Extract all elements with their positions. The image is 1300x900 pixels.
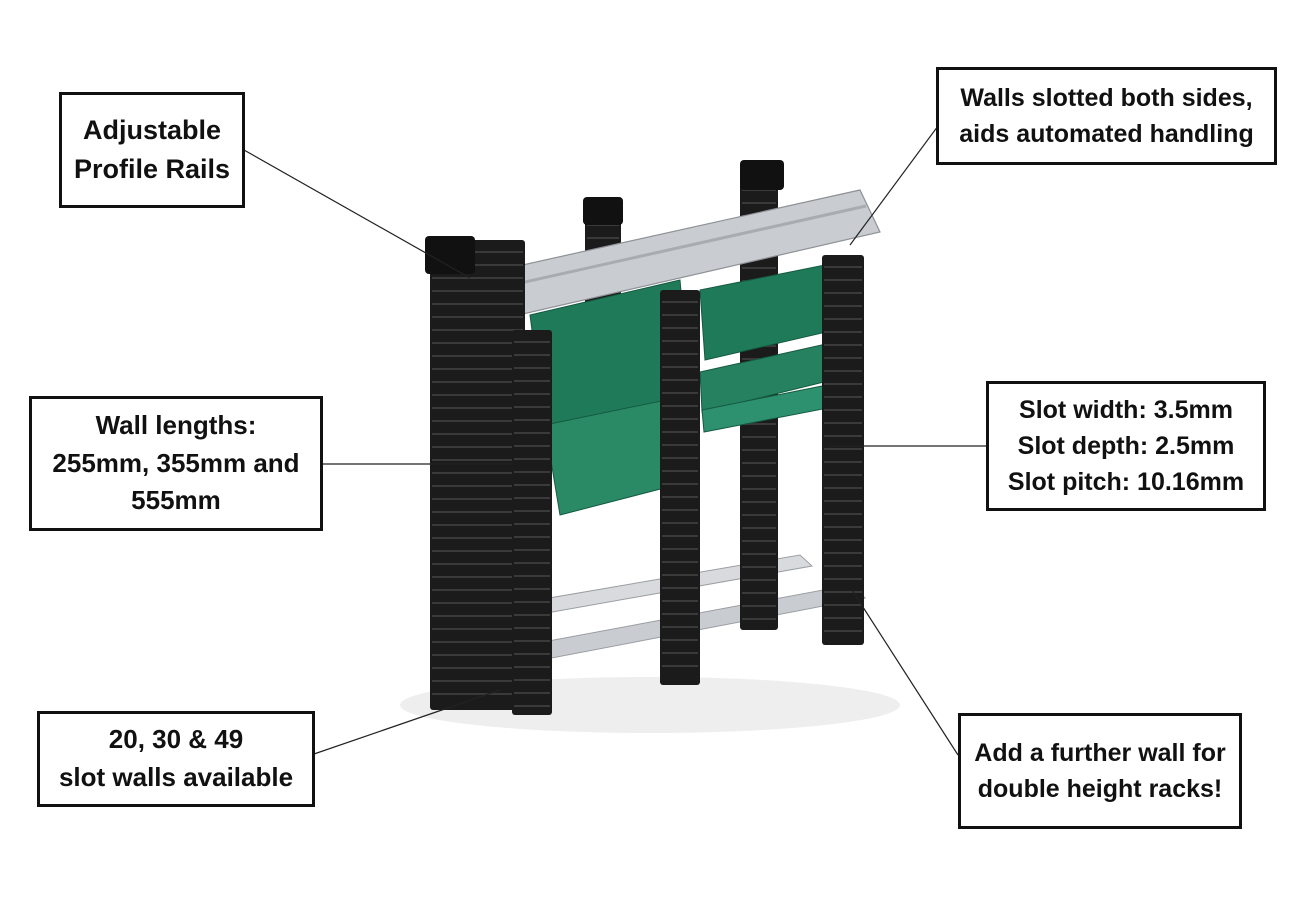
callout-slot-pitch: Slot pitch: 10.16mm xyxy=(1007,468,1245,497)
callout-slot-depth: Slot depth: 2.5mm xyxy=(1017,431,1235,460)
callout-slot-walls-line-1: 20, 30 & 49 xyxy=(108,724,244,755)
left-end-cap xyxy=(425,236,475,274)
top-profile-rail-groove xyxy=(461,204,867,298)
callout-wall-lengths-line-1: Wall lengths: xyxy=(95,409,257,440)
leader-line-walls-slotted xyxy=(849,125,939,246)
callout-walls-slotted-line-1: Walls slotted both sides, xyxy=(960,83,1253,112)
callout-further-wall: Add a further wall for double height rac… xyxy=(958,713,1242,829)
callout-walls-slotted-line-2: aids automated handling xyxy=(959,120,1254,148)
callout-slot-walls: 20, 30 & 49 slot walls available xyxy=(37,711,315,807)
callout-wall-lengths-line-3: 555mm xyxy=(131,485,221,516)
callout-wall-lengths-line-2: 255mm, 355mm and xyxy=(52,447,300,478)
callout-profile-rails-line-1: Adjustable xyxy=(82,114,222,145)
callout-walls-slotted: Walls slotted both sides, aids automated… xyxy=(936,67,1277,165)
leader-line-further-wall xyxy=(851,589,959,756)
callout-profile-rails: Adjustable Profile Rails xyxy=(59,92,245,208)
front-middle-wall xyxy=(660,290,700,685)
front-left-wall-side xyxy=(430,240,525,710)
front-left-wall xyxy=(512,330,552,715)
callout-slot-walls-line-2: slot walls available xyxy=(58,762,294,792)
middle-end-cap xyxy=(583,197,623,225)
right-end-cap xyxy=(740,160,784,190)
callout-further-wall-line-1: Add a further wall for xyxy=(974,738,1226,767)
callout-slot-width: Slot width: 3.5mm xyxy=(1019,395,1233,424)
callout-profile-rails-line-2: Profile Rails xyxy=(73,154,231,184)
callout-wall-lengths: Wall lengths: 255mm, 355mm and 555mm xyxy=(29,396,323,531)
leader-line-slot-walls xyxy=(313,689,501,755)
callout-slot-specs: Slot width: 3.5mm Slot depth: 2.5mm Slot… xyxy=(986,381,1266,511)
callout-further-wall-line-2: double height racks! xyxy=(977,775,1223,803)
leader-line-profile-rails xyxy=(243,149,471,279)
